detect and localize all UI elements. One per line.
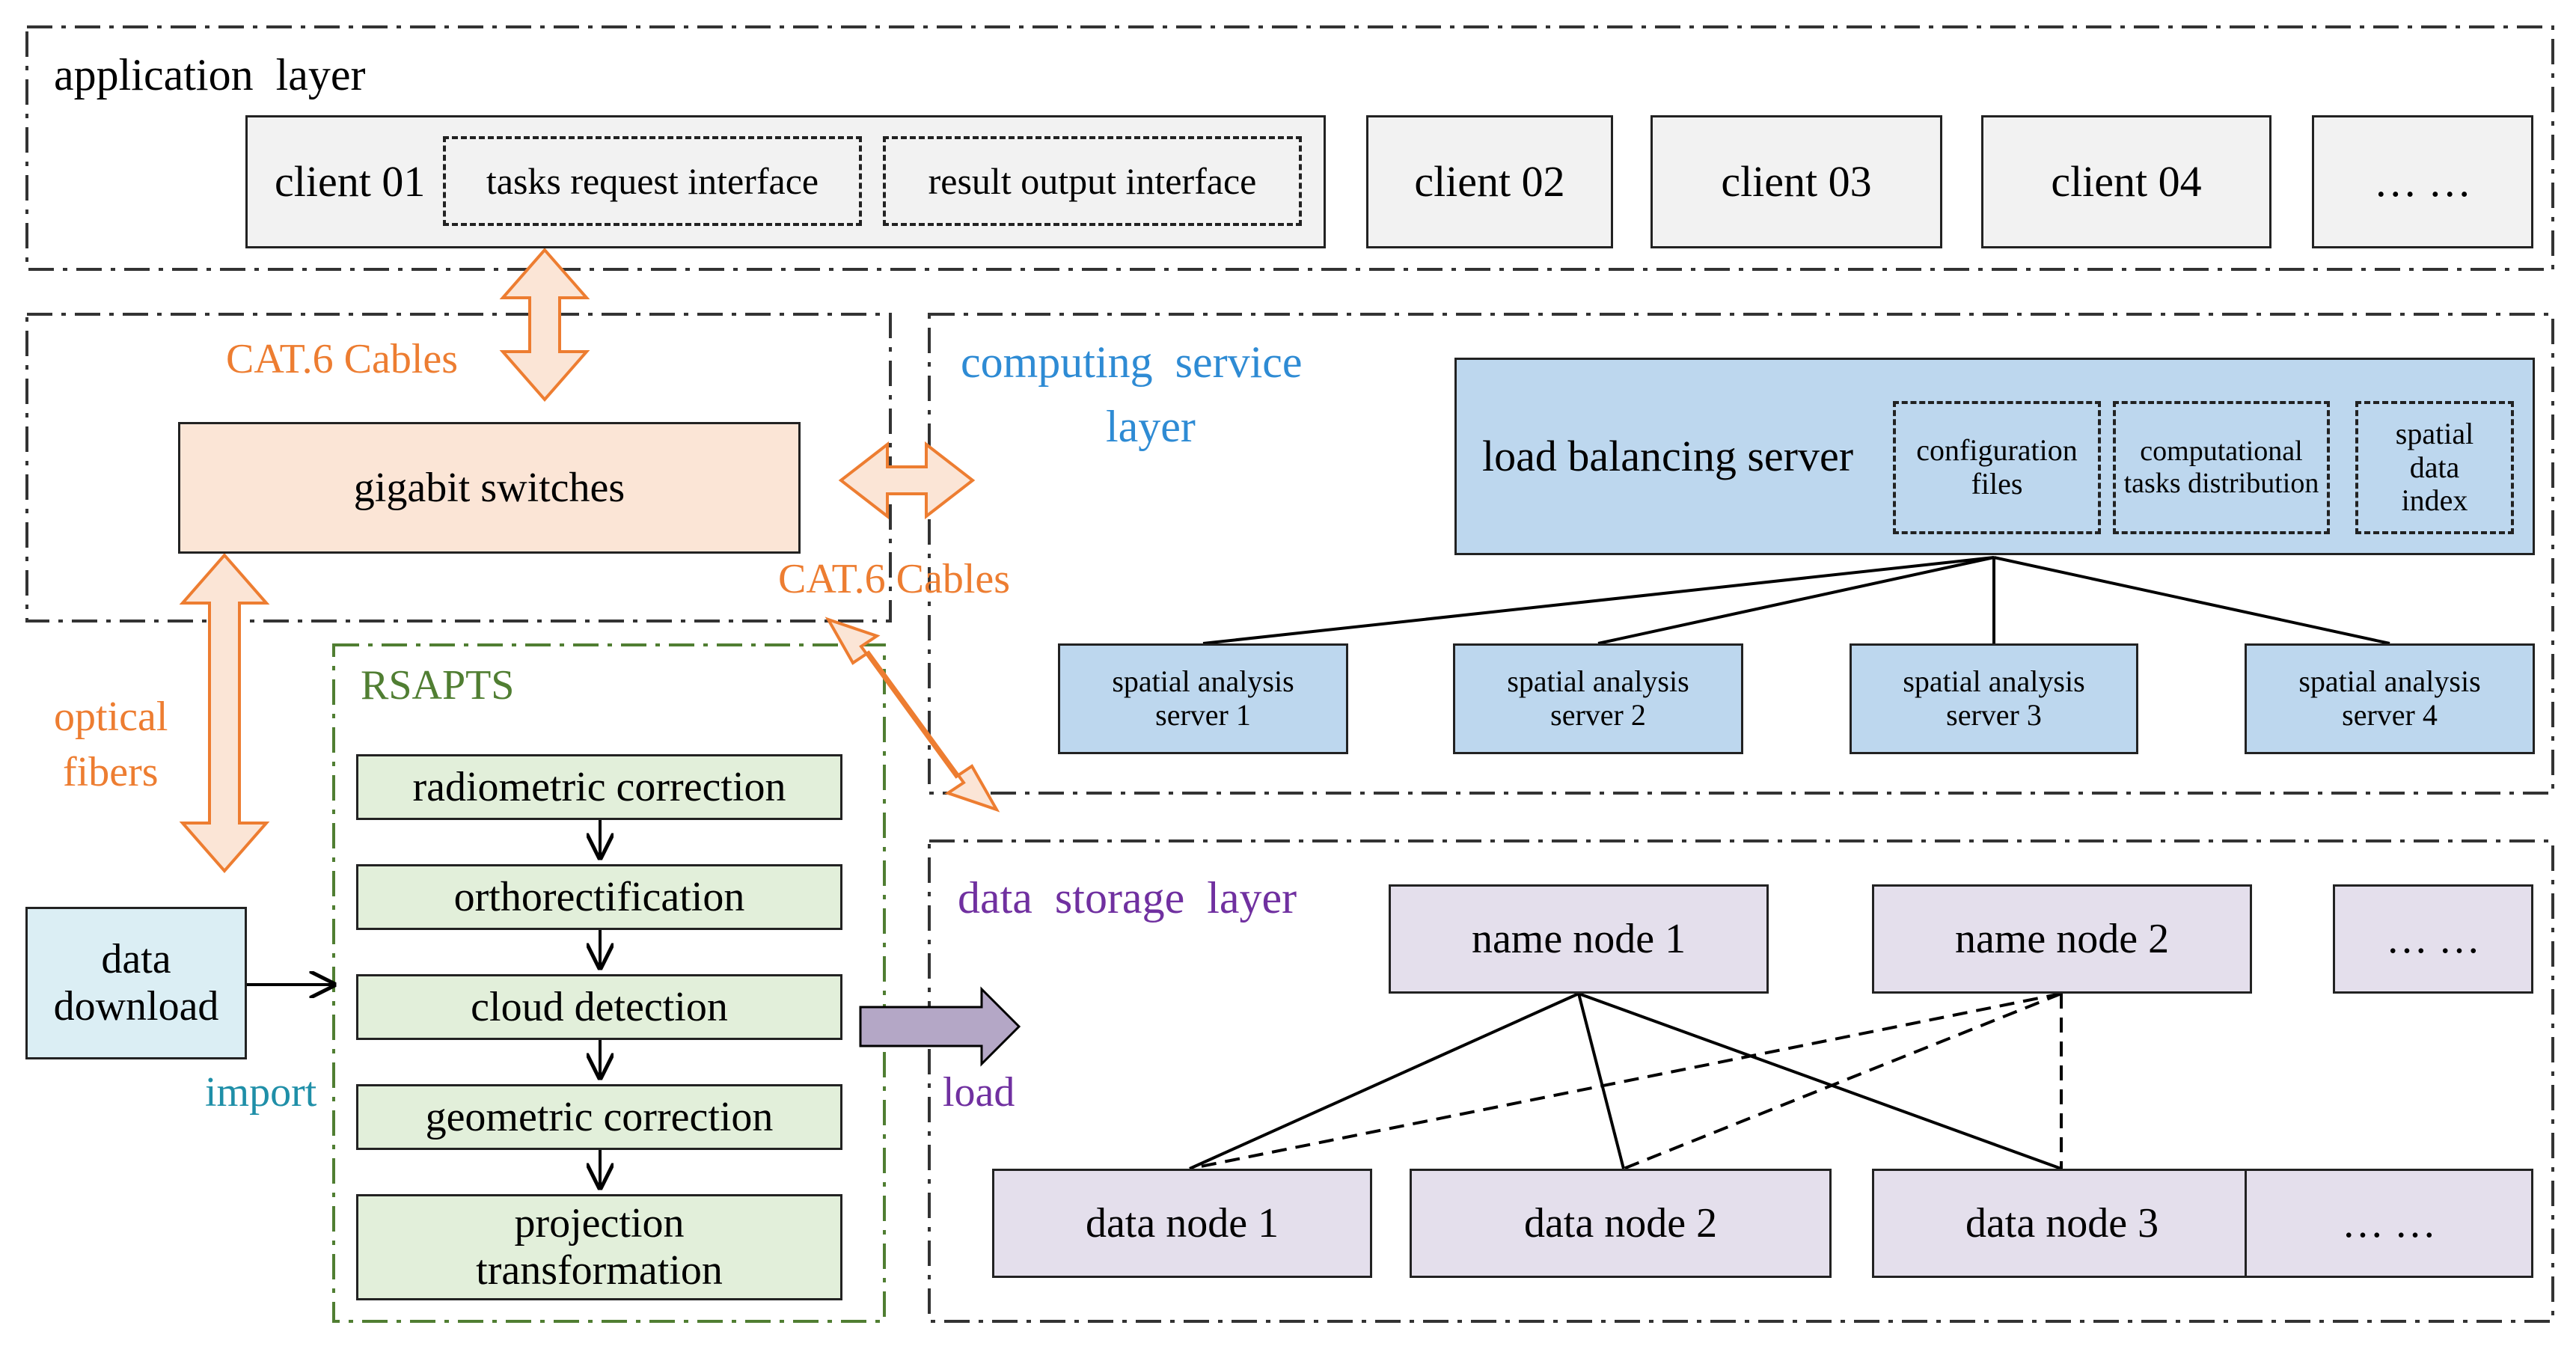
tasks-request-interface[interactable]: tasks request interface bbox=[443, 136, 862, 226]
optical-fibers-label-1: optical bbox=[54, 694, 168, 740]
client-01-label: client 01 bbox=[275, 156, 426, 206]
client-more-box[interactable]: … … bbox=[2312, 115, 2533, 248]
spatial-analysis-server-3[interactable]: spatial analysis server 3 bbox=[1850, 643, 2138, 754]
load-balancer-links bbox=[1202, 556, 2390, 645]
client-02-box[interactable]: client 02 bbox=[1366, 115, 1613, 248]
gigabit-switches-box[interactable]: gigabit switches bbox=[178, 422, 801, 554]
client-04-box[interactable]: client 04 bbox=[1981, 115, 2271, 248]
configuration-files-box[interactable]: configuration files bbox=[1893, 401, 2101, 534]
radiometric-correction-step[interactable]: radiometric correction bbox=[356, 754, 842, 820]
application-layer-frame bbox=[25, 25, 2554, 271]
spatial-analysis-server-1[interactable]: spatial analysis server 1 bbox=[1058, 643, 1348, 754]
storage-layer-label: data storage layer bbox=[958, 873, 1297, 923]
result-output-interface[interactable]: result output interface bbox=[883, 136, 1302, 226]
projection-transformation-step[interactable]: projection transformation bbox=[356, 1194, 842, 1300]
computing-layer-label-1: computing service bbox=[961, 337, 1303, 387]
cable-arrow-client bbox=[499, 247, 590, 403]
data-node-more-box[interactable]: … … bbox=[2245, 1169, 2533, 1278]
data-node-1-box[interactable]: data node 1 bbox=[992, 1169, 1372, 1278]
cat6-cables-label-mid: CAT.6 Cables bbox=[778, 556, 1011, 602]
cloud-detection-step[interactable]: cloud detection bbox=[356, 974, 842, 1040]
load-label: load bbox=[943, 1069, 1015, 1116]
rsapts-label: RSAPTS bbox=[361, 662, 515, 709]
spatial-analysis-server-2[interactable]: spatial analysis server 2 bbox=[1453, 643, 1743, 754]
spatial-analysis-server-4[interactable]: spatial analysis server 4 bbox=[2245, 643, 2535, 754]
name-node-2-links bbox=[1189, 992, 2063, 1170]
name-node-2-box[interactable]: name node 2 bbox=[1872, 884, 2252, 994]
name-node-1-box[interactable]: name node 1 bbox=[1389, 884, 1769, 994]
computational-tasks-distribution-box[interactable]: computational tasks distribution bbox=[2113, 401, 2330, 534]
name-node-more-box[interactable]: … … bbox=[2333, 884, 2533, 994]
data-node-3-box[interactable]: data node 3 bbox=[1872, 1169, 2252, 1278]
orthorectification-step[interactable]: orthorectification bbox=[356, 864, 842, 930]
client-03-box[interactable]: client 03 bbox=[1650, 115, 1942, 248]
computing-layer-frame bbox=[928, 313, 2554, 795]
name-node-1-links bbox=[1189, 992, 2062, 1170]
data-node-2-box[interactable]: data node 2 bbox=[1410, 1169, 1832, 1278]
data-download-box[interactable]: data download bbox=[25, 907, 247, 1059]
geometric-correction-step[interactable]: geometric correction bbox=[356, 1084, 842, 1150]
spatial-data-index-box[interactable]: spatial data index bbox=[2355, 401, 2514, 534]
computing-layer-label-2: layer bbox=[1106, 402, 1196, 451]
load-arrow bbox=[859, 986, 1021, 1067]
cable-arrow-computing bbox=[838, 441, 976, 520]
cat6-cables-label-top: CAT.6 Cables bbox=[226, 336, 459, 382]
optical-fiber-arrow bbox=[179, 552, 270, 874]
optical-fibers-label-2: fibers bbox=[63, 749, 159, 795]
import-label: import bbox=[205, 1069, 317, 1116]
cable-arrow-storage bbox=[824, 617, 1000, 813]
application-layer-label: application layer bbox=[54, 50, 366, 100]
load-balancing-server-label: load balancing server bbox=[1482, 431, 1854, 480]
load-balancing-server-box[interactable]: load balancing server bbox=[1454, 358, 2535, 555]
